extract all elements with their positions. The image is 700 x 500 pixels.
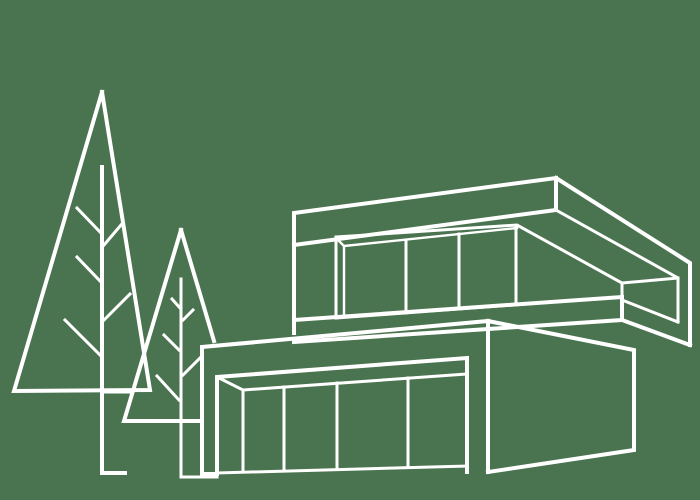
house-lower-volume	[200, 318, 636, 476]
tall-pine-tree-icon	[11, 89, 153, 475]
house-upper-volume	[291, 175, 693, 348]
small-pine-tree-icon	[121, 227, 219, 479]
